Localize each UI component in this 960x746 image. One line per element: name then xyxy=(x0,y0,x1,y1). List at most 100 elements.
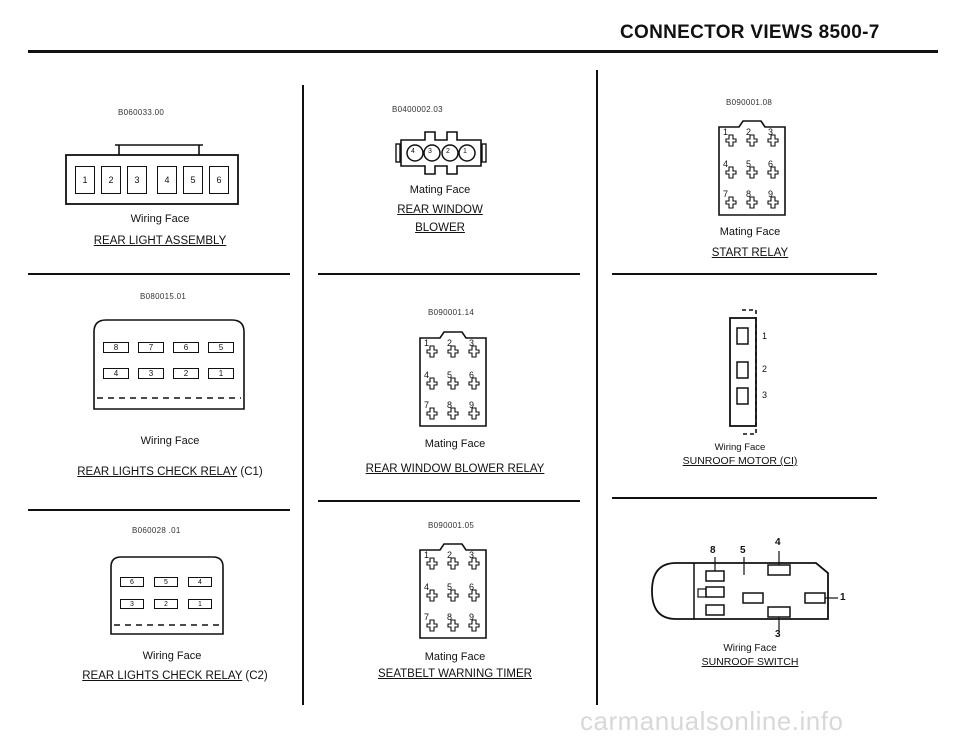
connector-title-line-2: BLOWER xyxy=(415,222,465,234)
pin-3: 3 xyxy=(120,599,144,609)
connector-title: START RELAY xyxy=(711,247,789,259)
part-code: B090001.14 xyxy=(428,308,475,317)
column-divider-2 xyxy=(596,70,598,705)
pin-2: 2 xyxy=(746,127,752,137)
terminal-blade-icon xyxy=(447,407,459,420)
connector-outline-icon xyxy=(718,120,786,216)
terminal-blade-icon xyxy=(746,166,758,179)
part-code: B090001.05 xyxy=(428,521,475,530)
pin-3: 3 xyxy=(127,166,147,194)
pin-4: 4 xyxy=(424,582,430,592)
pin-4: 4 xyxy=(424,370,430,380)
pin-2: 2 xyxy=(447,338,453,348)
pin-2: 2 xyxy=(446,148,450,155)
page-title: CONNECTOR VIEWS 8500-7 xyxy=(620,22,880,43)
six-pin-connector: 1 2 3 4 5 6 xyxy=(65,139,239,205)
pin-1: 1 xyxy=(208,368,234,379)
pin-6: 6 xyxy=(469,582,475,592)
pin-6: 6 xyxy=(173,342,199,353)
terminal-blade-icon xyxy=(767,166,779,179)
terminal-blade-icon xyxy=(426,377,438,390)
terminal-blade-icon xyxy=(746,196,758,209)
column-divider-1 xyxy=(302,85,304,705)
pin-2: 2 xyxy=(173,368,199,379)
terminal-blade-icon xyxy=(725,166,737,179)
row-divider xyxy=(318,273,580,275)
pin-5: 5 xyxy=(208,342,234,353)
pin-7: 7 xyxy=(723,189,729,199)
pin-4: 4 xyxy=(775,537,781,548)
pin-1: 1 xyxy=(75,166,95,194)
pin-8: 8 xyxy=(103,342,129,353)
four-pin-connector: 4 3 2 1 xyxy=(395,128,487,178)
row-divider xyxy=(28,509,290,511)
face-label: Wiring Face xyxy=(140,435,200,447)
pin-7: 7 xyxy=(138,342,164,353)
terminal-blade-icon xyxy=(767,134,779,147)
connector-outline-icon xyxy=(110,556,224,635)
face-label: Wiring Face xyxy=(723,643,777,654)
pin-9: 9 xyxy=(768,189,774,199)
connector-outline-icon xyxy=(419,331,487,427)
terminal-blade-icon xyxy=(468,557,480,570)
terminal-blade-icon xyxy=(447,345,459,358)
pin-3: 3 xyxy=(138,368,164,379)
part-code: B0400002.03 xyxy=(392,105,443,114)
terminal-blade-icon xyxy=(468,619,480,632)
pin-9: 9 xyxy=(469,612,475,622)
pin-1: 1 xyxy=(424,550,430,560)
face-label: Mating Face xyxy=(424,651,486,663)
face-label: Mating Face xyxy=(424,438,486,450)
connector-title-line-1: REAR WINDOW xyxy=(397,204,483,216)
connector-outline-icon xyxy=(65,144,239,205)
pin-4: 4 xyxy=(411,148,415,155)
pin-8: 8 xyxy=(447,612,453,622)
pin-2: 2 xyxy=(447,550,453,560)
connector-title: SUNROOF MOTOR (CI) xyxy=(682,455,798,467)
pin-8: 8 xyxy=(447,400,453,410)
terminal-blade-icon xyxy=(426,557,438,570)
face-label: Mating Face xyxy=(719,226,781,238)
three-pin-connector: 1 2 3 xyxy=(728,308,788,438)
pin-4: 4 xyxy=(103,368,129,379)
connector-title: SUNROOF SWITCH xyxy=(701,656,799,668)
pin-7: 7 xyxy=(424,612,430,622)
connector-title: REAR LIGHTS CHECK RELAY (C2) xyxy=(82,670,268,682)
pin-3: 3 xyxy=(768,127,774,137)
pin-3: 3 xyxy=(775,629,781,640)
connector-title: REAR LIGHTS CHECK RELAY (C1) xyxy=(77,466,263,478)
terminal-blade-icon xyxy=(426,345,438,358)
terminal-blade-icon xyxy=(468,589,480,602)
pin-6: 6 xyxy=(768,159,774,169)
pin-1: 1 xyxy=(424,338,430,348)
pin-1: 1 xyxy=(188,599,212,609)
pin-7: 7 xyxy=(424,400,430,410)
pin-1: 1 xyxy=(463,148,467,155)
terminal-blade-icon xyxy=(468,377,480,390)
connector-outline-icon xyxy=(729,309,757,435)
pin-2: 2 xyxy=(762,364,768,374)
terminal-blade-icon xyxy=(468,407,480,420)
pin-1: 1 xyxy=(840,592,846,603)
connector-title: SEATBELT WARNING TIMER xyxy=(378,668,532,680)
header-rule xyxy=(28,50,938,53)
row-divider xyxy=(318,500,580,502)
terminal-blade-icon xyxy=(447,377,459,390)
pin-3: 3 xyxy=(428,148,432,155)
pin-4: 4 xyxy=(157,166,177,194)
pin-5: 5 xyxy=(447,582,453,592)
pin-5: 5 xyxy=(447,370,453,380)
row-divider xyxy=(612,497,877,499)
face-label: Wiring Face xyxy=(714,442,766,453)
sunroof-switch-connector: 8 5 4 1 3 xyxy=(648,535,858,645)
connector-outline-icon xyxy=(395,131,487,175)
pin-2: 2 xyxy=(101,166,121,194)
pin-9: 9 xyxy=(469,400,475,410)
pin-3: 3 xyxy=(469,338,475,348)
pin-5: 5 xyxy=(183,166,203,194)
connector-outline-icon xyxy=(419,543,487,639)
part-code: B080015.01 xyxy=(140,292,187,301)
watermark: carmanualsonline.info xyxy=(580,706,844,736)
terminal-blade-icon xyxy=(447,557,459,570)
